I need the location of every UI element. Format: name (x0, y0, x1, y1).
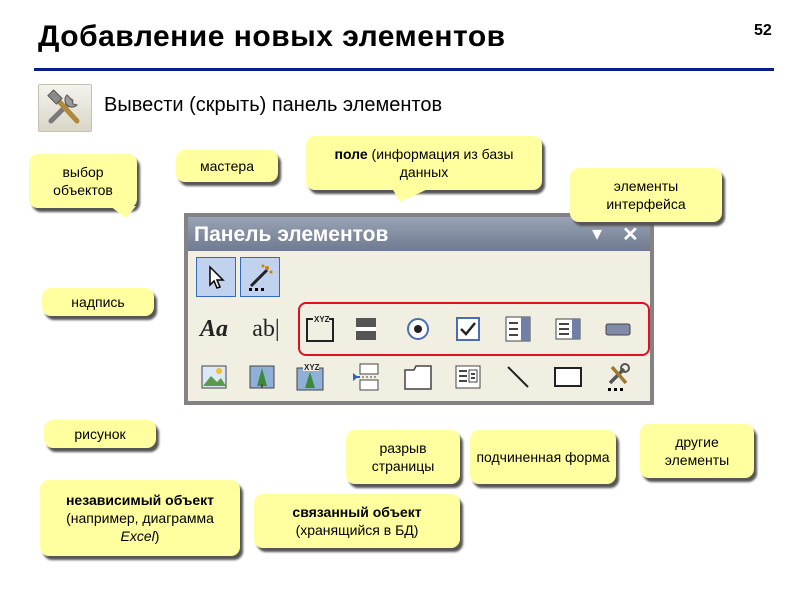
tab-control-icon (404, 365, 432, 390)
callout-field: поле (информация из базы данных (306, 136, 542, 190)
toggle-button-button[interactable] (348, 311, 384, 347)
callout-image: рисунок (44, 420, 156, 448)
line-button[interactable] (500, 359, 536, 395)
image-icon (201, 365, 227, 389)
toolbox-body: Панель элементов ▾ ✕ Aa ab| XYZ (188, 217, 650, 401)
toolbox-title-bar[interactable]: Панель элементов ▾ ✕ (188, 217, 650, 251)
subtitle: Вывести (скрыть) панель элементов (104, 94, 443, 116)
check-box-button[interactable] (450, 311, 486, 347)
callout-tail (392, 188, 430, 202)
unbound-object-frame-button[interactable] (244, 359, 280, 395)
control-wizards-icon (249, 264, 273, 291)
label-icon: Aa (199, 315, 228, 342)
toolbox-menu-icon[interactable]: ▾ (592, 223, 603, 245)
toggle-button-icon (356, 318, 376, 340)
combo-box-button[interactable] (500, 311, 536, 347)
toolbox-panel: Панель элементов ▾ ✕ Aa ab| XYZ (184, 213, 654, 405)
select-objects-icon (209, 265, 225, 289)
highlighted-interface-controls (298, 302, 650, 356)
control-wizards-button[interactable] (240, 257, 280, 297)
callout-ui-elements: элементы интерфейса (570, 168, 722, 222)
command-button-button[interactable] (600, 311, 636, 347)
toolbox-title: Панель элементов (194, 223, 389, 246)
rectangle-button[interactable] (550, 359, 586, 395)
callout-unbound-object: независимый объект (например, диаграмма … (40, 480, 240, 556)
option-group-icon: XYZ (306, 314, 334, 342)
line-icon (507, 366, 529, 388)
page-break-icon (353, 363, 379, 391)
callout-tail (110, 206, 136, 218)
image-button[interactable] (196, 359, 232, 395)
svg-text:XYZ: XYZ (304, 363, 320, 372)
rectangle-icon (554, 367, 582, 387)
text-box-button[interactable]: ab| (244, 311, 288, 347)
callout-subform: подчиненная форма (470, 430, 616, 484)
tools-icon (38, 84, 92, 132)
callout-page-break: разрыв страницы (346, 430, 460, 484)
callout-label: надпись (42, 288, 154, 316)
subform-button[interactable] (450, 359, 486, 395)
command-button-icon (605, 323, 631, 336)
tab-control-button[interactable] (400, 359, 436, 395)
slide-number: 52 (754, 22, 772, 39)
combo-box-icon (505, 316, 531, 342)
bound-object-frame-button[interactable]: XYZ (292, 359, 328, 395)
option-group-button[interactable]: XYZ (302, 311, 338, 347)
check-box-icon (456, 317, 480, 341)
list-box-icon (555, 318, 581, 340)
callout-other-elements: другие элементы (640, 424, 754, 478)
option-button-icon (407, 318, 429, 340)
list-box-button[interactable] (550, 311, 586, 347)
bound-object-frame-icon: XYZ (296, 362, 324, 391)
label-button[interactable]: Aa (196, 311, 232, 347)
callout-bound-object: связанный объект(хранящийся в БД) (254, 494, 460, 548)
subform-icon (455, 365, 481, 389)
unbound-object-frame-icon (249, 365, 275, 389)
option-button-button[interactable] (400, 311, 436, 347)
callout-select-objects: выбор объектов (29, 154, 137, 208)
select-objects-button[interactable] (196, 257, 236, 297)
title-rule (34, 68, 774, 71)
svg-text:XYZ: XYZ (314, 315, 330, 324)
more-controls-icon (608, 363, 630, 391)
slide-title: Добавление новых элементов (38, 20, 506, 53)
text-box-icon: ab| (252, 315, 280, 342)
more-controls-button[interactable] (600, 359, 636, 395)
page-break-button[interactable] (348, 359, 384, 395)
callout-wizards: мастера (176, 150, 278, 182)
close-icon[interactable]: ✕ (622, 224, 639, 246)
